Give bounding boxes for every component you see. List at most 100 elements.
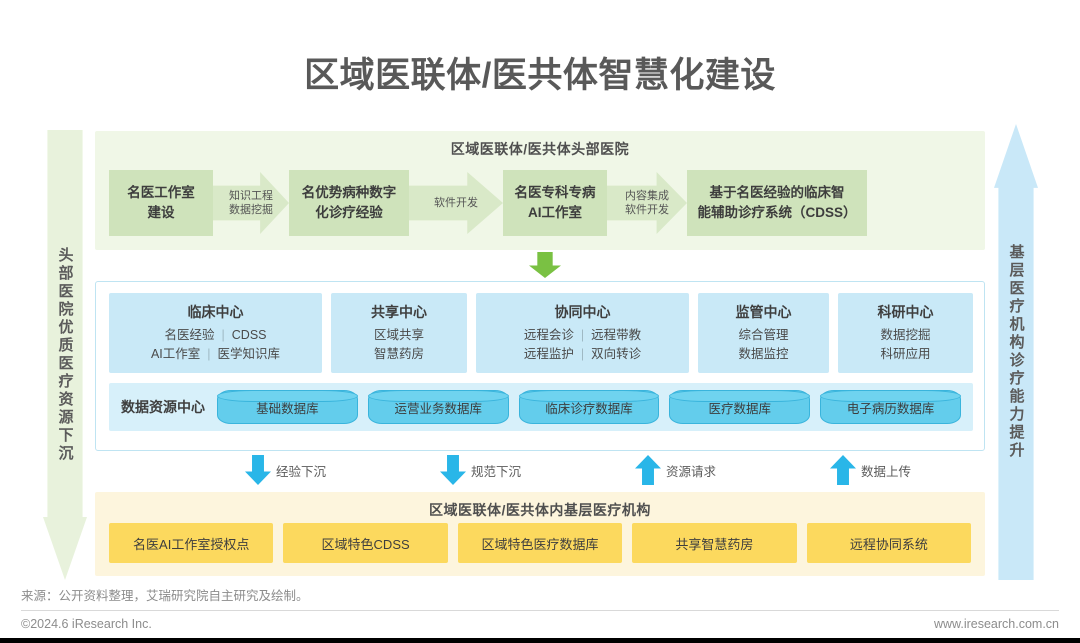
flow-arrow-1-label: 知识工程数据挖掘 (229, 189, 273, 216)
website-text: www.iresearch.com.cn (933, 617, 1059, 631)
center-card-item: AI工作室 (150, 347, 201, 361)
exchange-arrow-4: 数据上传 (830, 455, 911, 485)
right-arrow-shape (994, 124, 1038, 580)
left-arrow-label: 头部医院优质医疗资源下沉 (56, 247, 74, 463)
center-card-line: 数据监控 (738, 345, 788, 364)
database-label: 基础数据库 (256, 401, 319, 416)
exchange-arrow-1: 经验下沉 (245, 455, 326, 485)
separator: | (580, 347, 585, 361)
center-card-item: 数据挖掘 (880, 328, 931, 343)
database-cylinder-2[interactable]: 运营业务数据库 (367, 390, 509, 424)
flow-arrow-2: 软件开发 (409, 172, 503, 234)
database-cylinder-5[interactable]: 电子病历数据库 (820, 390, 961, 424)
center-card-item: 科研应用 (880, 347, 931, 361)
flow-arrow-3-label: 内容集成软件开发 (625, 189, 669, 216)
center-card-2[interactable]: 共享中心区域共享智慧药房 (331, 293, 467, 373)
flow-box-2: 名优势病种数字化诊疗经验 (289, 170, 409, 236)
center-card-line: 智慧药房 (374, 345, 424, 364)
center-card-line: 综合管理 (738, 326, 788, 345)
bottom-bar (0, 638, 1080, 643)
exchange-arrow-4-label: 数据上传 (861, 464, 912, 479)
bottom-box-4[interactable]: 共享智慧药房 (632, 523, 797, 563)
left-arrow-shape (43, 130, 87, 580)
source-note: 来源：公开资料整理，艾瑞研究院自主研究及绘制。 (21, 589, 309, 603)
bottom-box-3[interactable]: 区域特色医疗数据库 (457, 523, 623, 563)
database-label: 电子病历数据库 (846, 401, 935, 416)
flow-arrow-1: 知识工程数据挖掘 (213, 172, 289, 234)
left-flow-arrow: 头部医院优质医疗资源下沉 (43, 130, 87, 580)
right-arrow-label: 基层医疗机构诊疗能力提升 (1007, 244, 1025, 460)
center-card-item: 数据监控 (738, 347, 789, 361)
arrow-up-icon (830, 455, 856, 485)
center-card-line: 科研应用 (880, 345, 930, 364)
bottom-section-heading: 区域医联体/医共体内基层医疗机构 (429, 502, 651, 518)
center-card-line: 区域共享 (374, 326, 424, 345)
footer-divider (21, 610, 1059, 611)
center-card-title: 协同中心 (554, 304, 611, 321)
right-flow-arrow: 基层医疗机构诊疗能力提升 (994, 124, 1038, 580)
exchange-arrows-row: 经验下沉 规范下沉 资源请求 数据上传 (95, 455, 985, 491)
center-card-5[interactable]: 科研中心数据挖掘科研应用 (838, 293, 973, 373)
page-title: 区域医联体/医共体智慧化建设 (304, 56, 776, 95)
center-card-item: 远程会诊 (523, 328, 574, 343)
center-card-line: 数据挖掘 (880, 326, 930, 345)
arrow-down-icon (245, 455, 271, 485)
flow-box-1: 名医工作室建设 (109, 170, 213, 236)
separator: | (580, 328, 585, 343)
center-card-3[interactable]: 协同中心远程会诊 | 远程带教远程监护 | 双向转诊 (476, 293, 689, 373)
top-green-section: 区域医联体/医共体头部医院 名医工作室建设 知识工程数据挖掘 名优势病种数字化诊… (95, 131, 985, 250)
database-label: 运营业务数据库 (394, 401, 482, 416)
separator: | (207, 347, 211, 361)
bottom-box-2[interactable]: 区域特色CDSS (283, 523, 448, 563)
flow-arrow-2-label: 软件开发 (434, 196, 478, 209)
exchange-arrow-2: 规范下沉 (440, 455, 521, 485)
database-label: 临床诊疗数据库 (545, 401, 633, 416)
bottom-box-5[interactable]: 远程协同系统 (806, 523, 972, 563)
data-resource-row: 数据资源中心 基础数据库 运营业务数据库 临床诊疗数据库 医疗数据库 电子病历数据库 (109, 383, 973, 431)
database-cylinder-1[interactable]: 基础数据库 (217, 390, 358, 424)
exchange-arrow-1-label: 经验下沉 (276, 464, 327, 479)
center-card-title: 临床中心 (187, 304, 244, 321)
center-card-title: 监管中心 (735, 304, 792, 321)
center-card-item: 双向转诊 (591, 347, 642, 361)
exchange-arrow-3-label: 资源请求 (666, 464, 717, 479)
center-card-item: 医学知识库 (217, 347, 281, 361)
center-card-title: 共享中心 (371, 304, 427, 321)
database-cylinder-3[interactable]: 临床诊疗数据库 (518, 390, 660, 424)
arrow-up-icon (635, 455, 661, 485)
center-card-item: 名医经验 (164, 328, 215, 343)
exchange-arrow-2-label: 规范下沉 (471, 464, 522, 479)
center-card-title: 科研中心 (877, 304, 934, 321)
center-card-line: 名医经验 | CDSS (165, 326, 267, 345)
exchange-arrow-3: 资源请求 (635, 455, 716, 485)
separator: | (221, 328, 225, 343)
center-card-line: AI工作室 | 医学知识库 (151, 345, 280, 364)
center-card-item: 区域共享 (373, 328, 424, 343)
center-card-4[interactable]: 监管中心综合管理数据监控 (698, 293, 829, 373)
center-card-item: 远程带教 (591, 328, 642, 343)
center-card-line: 远程监护 | 双向转诊 (524, 345, 641, 364)
center-card-item: CDSS (231, 328, 267, 343)
center-card-item: 智慧药房 (373, 347, 424, 361)
database-label: 医疗数据库 (708, 401, 772, 416)
data-center-title: 数据资源中心 (121, 399, 205, 415)
flow-arrow-3: 内容集成软件开发 (607, 172, 687, 234)
center-card-item: 远程监护 (523, 347, 574, 361)
top-flow-row: 名医工作室建设 知识工程数据挖掘 名优势病种数字化诊疗经验 软件开发 名医专科专… (95, 165, 985, 241)
center-card-1[interactable]: 临床中心名医经验 | CDSS AI工作室 | 医学知识库 (109, 293, 322, 373)
arrow-down-icon (529, 252, 561, 278)
bottom-box-1[interactable]: 名医AI工作室授权点 (109, 523, 274, 563)
top-section-heading: 区域医联体/医共体头部医院 (450, 141, 630, 157)
arrow-down-icon (440, 455, 466, 485)
copyright-text: ©2024.6 iResearch Inc. (21, 617, 152, 631)
database-list: 基础数据库 运营业务数据库 临床诊疗数据库 医疗数据库 电子病历数据库 (217, 390, 961, 424)
center-card-line: 远程会诊 | 远程带教 (524, 326, 641, 345)
center-card-item: 综合管理 (738, 328, 789, 343)
database-cylinder-4[interactable]: 医疗数据库 (669, 390, 811, 424)
